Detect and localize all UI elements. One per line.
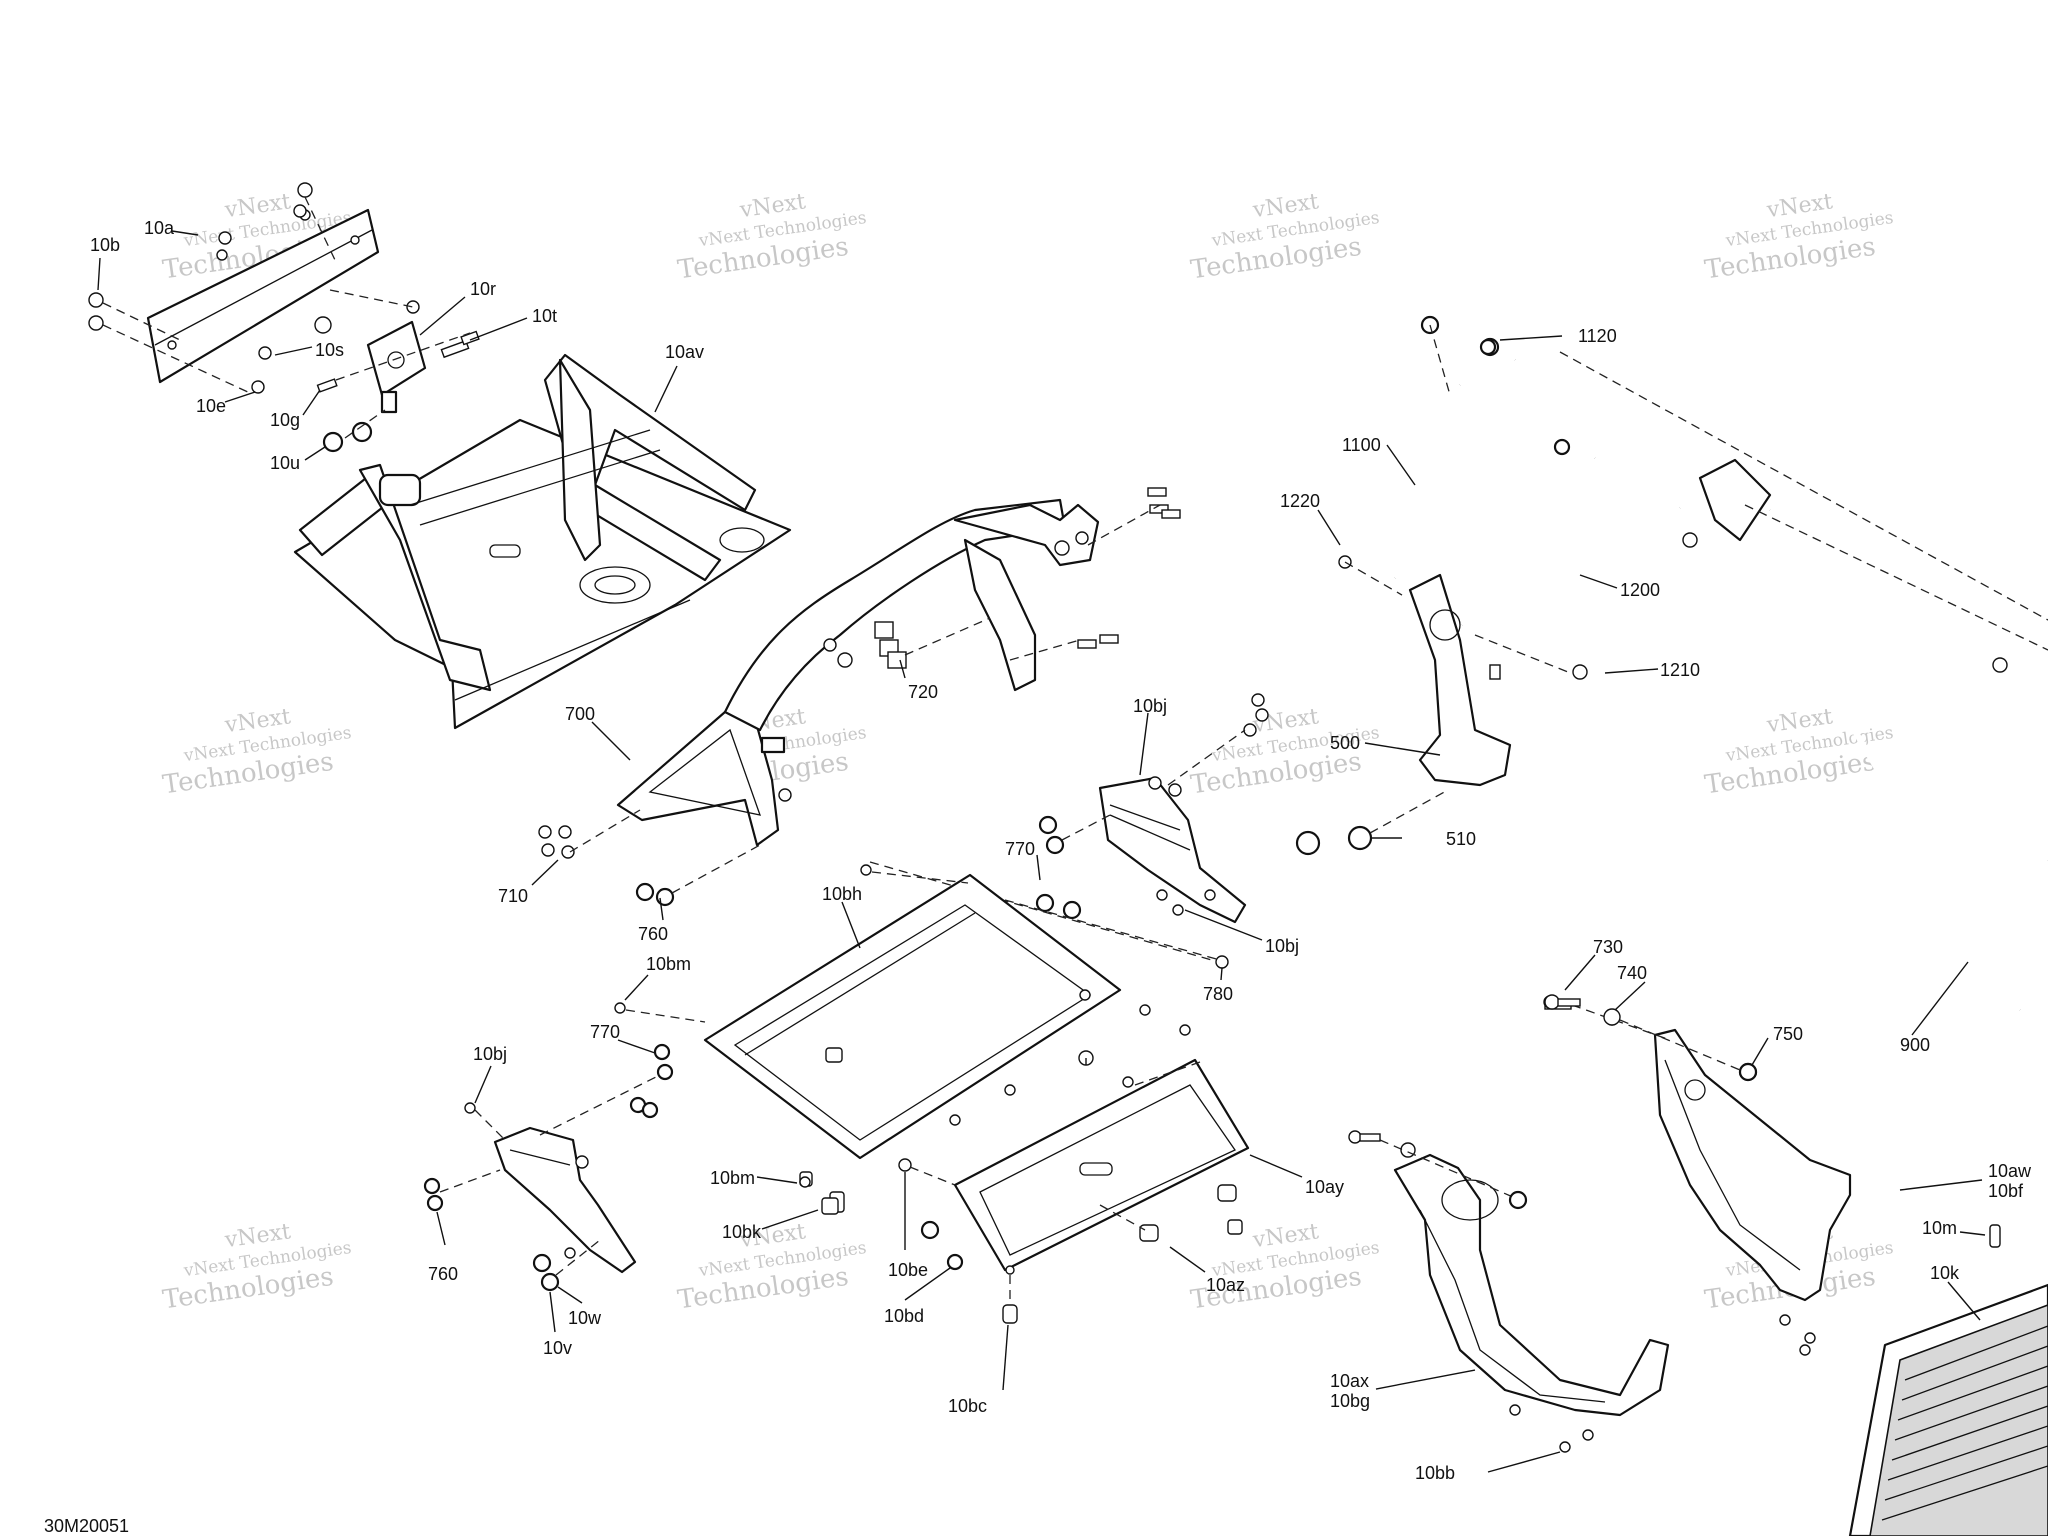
callout-10be: 10be [888,1260,928,1280]
callout-10a: 10a [144,218,175,238]
callout-10ax: 10ax [1330,1371,1369,1391]
callout-10bf: 10bf [1988,1181,2024,1201]
watermark: vNext vNext Technologies Technologies [1189,189,1381,285]
parts [88,182,2048,1536]
bolts-760-lower [423,1169,501,1212]
callout-10k: 10k [1930,1263,1960,1283]
callout-10bc: 10bc [948,1396,987,1416]
tube-frame-700 [616,498,1100,847]
callout-10s: 10s [315,340,344,360]
callout-10aw: 10aw [1988,1161,2032,1181]
watermark: vNext vNext Technologies Technologies [1189,1219,1381,1315]
skid-plate-10bh [614,864,1229,1160]
watermark: vNext vNext Technologies Technologies [676,189,868,285]
bracket-10bj-lower [464,1102,637,1274]
small-fasteners-top-left [88,182,420,394]
callout-900: 900 [1900,1035,1930,1055]
bushings-720 [874,617,991,669]
callout-10t: 10t [532,306,557,326]
side-frame-10ax [1348,1130,1670,1453]
callout-10bd: 10bd [884,1306,924,1326]
bolts-760-upper [635,844,761,907]
bolts-710 [538,809,641,859]
callout-10bb: 10bb [1415,1463,1455,1483]
link-1120 [1479,338,1597,460]
callout-10ay: 10ay [1305,1177,1344,1197]
callout-10m: 10m [1922,1218,1957,1238]
bracket-10bj-upper [1098,776,1247,924]
nuts-770-upper [869,693,1269,969]
callout-770-lower: 770 [590,1022,620,1042]
callout-780: 780 [1203,984,1233,1004]
mounting-plate [146,208,380,384]
callout-760-upper: 760 [638,924,668,944]
callout-700: 700 [565,704,595,724]
pins-10g-10t [316,330,480,453]
callout-760-lower: 760 [428,1264,458,1284]
watermark: vNext vNext Technologies Technologies [1703,189,1895,285]
bolts-10v-10w [532,1239,601,1292]
callout-10bg: 10bg [1330,1391,1370,1411]
callout-750: 750 [1773,1024,1803,1044]
callout-10bk: 10bk [722,1222,762,1242]
callout-10r: 10r [470,279,496,299]
watermark: vNext vNext Technologies Technologies [161,1219,353,1315]
pins-10az [799,1047,1243,1271]
callout-10bj-upper: 10bj [1133,696,1167,716]
callout-10bj-right: 10bj [1265,936,1299,956]
callout-1220: 1220 [1280,491,1320,511]
callout-10bm-lower: 10bm [710,1168,755,1188]
callout-710: 710 [498,886,528,906]
nuts-510 [1295,789,1449,856]
callout-10b: 10b [90,235,120,255]
watermark: vNext vNext Technologies Technologies [161,704,353,800]
callout-10w: 10w [568,1308,602,1328]
callout-740: 740 [1617,963,1647,983]
nuts-770-lower [539,1043,674,1136]
callout-labels: 10a 10b 10r 10t 10s 10e 10g 10u 10av 112… [90,218,2032,1483]
link-1200 [1461,506,1698,627]
bracket-10r [366,320,427,414]
callout-10bj-lower: 10bj [473,1044,507,1064]
watermark: vNext vNext Technologies Technologies [676,1219,868,1315]
callout-720: 720 [908,682,938,702]
callout-10av: 10av [665,342,704,362]
callout-730: 730 [1593,937,1623,957]
callout-1200: 1200 [1620,580,1660,600]
callout-10bh: 10bh [822,884,862,904]
callout-1120: 1120 [1578,326,1617,346]
callout-10az: 10az [1206,1275,1245,1295]
knuckle-500 [1338,555,1588,787]
seat-frame [293,353,792,730]
bolts-upper-frame [1009,487,1181,661]
callout-10u: 10u [270,453,300,473]
hardware-730-750 [1544,994,1758,1082]
skid-plate-10ay [898,1024,1250,1324]
callout-10v: 10v [543,1338,572,1358]
callout-500: 500 [1330,733,1360,753]
tube-assembly-900 [1559,351,2048,1012]
callout-510: 510 [1446,829,1476,849]
callout-10g: 10g [270,410,300,430]
fasteners-10bk-10bm [799,1176,839,1215]
callout-1210: 1210 [1660,660,1700,680]
callout-10e: 10e [196,396,226,416]
callout-1100: 1100 [1342,435,1381,455]
leader-lines [97,230,1986,1473]
radiator-10k [1848,1283,2048,1536]
callout-10bm-upper: 10bm [646,954,691,974]
link-1100 [1393,315,1500,579]
callout-770-upper: 770 [1005,839,1035,859]
diagram-code: 30M20051 [44,1516,129,1536]
